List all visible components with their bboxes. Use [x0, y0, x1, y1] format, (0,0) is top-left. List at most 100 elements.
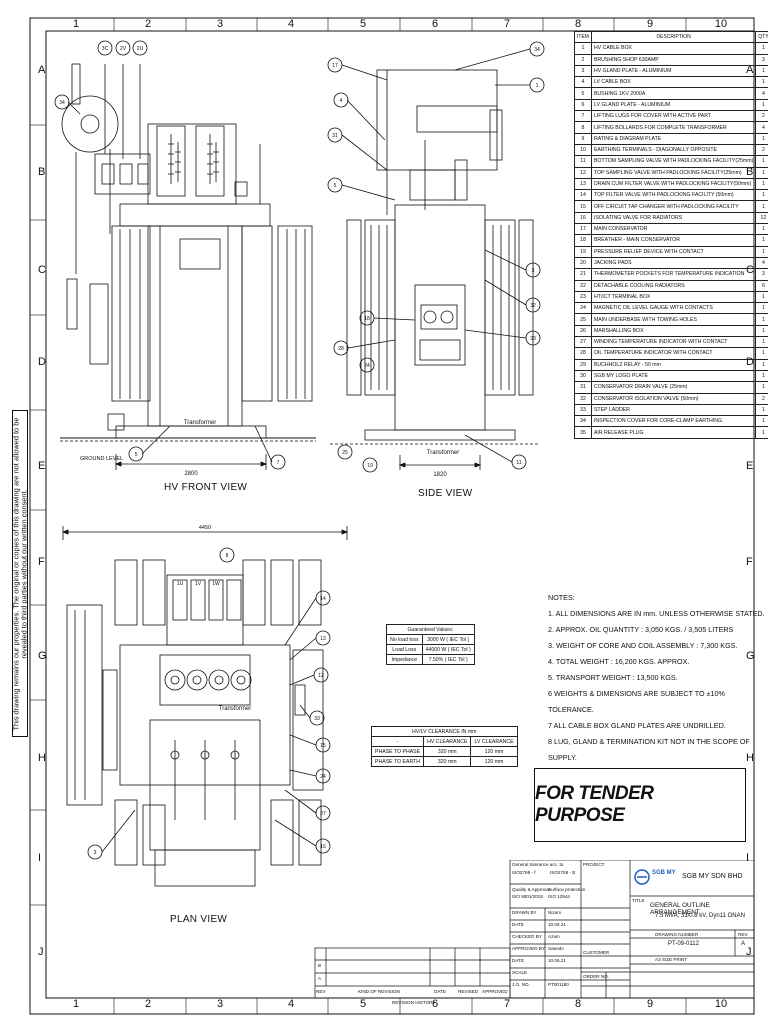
revision-row-label: B: [318, 963, 322, 968]
plan-balloon-label: 16: [320, 844, 326, 850]
company-name: SGB MY SDN BHD: [682, 873, 743, 880]
part-quantity: 4: [755, 256, 768, 270]
parts-header-qty: QTY: [755, 30, 768, 44]
grid-col: 1: [72, 18, 80, 30]
grid-col: 4: [287, 998, 295, 1010]
tender-purpose-stamp: FOR TENDER PURPOSE: [534, 768, 746, 842]
part-description: RATING & DIAGRAM PLATE: [590, 132, 757, 145]
part-description: LV CABLE BOX: [590, 76, 757, 89]
company-logo-text: SGB MY: [652, 870, 676, 876]
part-item-number: 33: [574, 403, 592, 417]
grid-row: F: [746, 556, 753, 568]
drawn-value: Nizam: [548, 910, 562, 915]
front-balloon-label: 5: [135, 452, 138, 458]
part-description: MAGNETIC OIL LEVEL GAUGE WITH CONTACTS: [590, 302, 757, 315]
part-item-number: 4: [574, 76, 592, 89]
part-description: EARTHING TERMINALS - DIAGONALLY OPPOSITE: [590, 143, 757, 157]
revision-kind-head: KIND OF REVISION: [358, 989, 400, 994]
grid-col: 2: [144, 998, 152, 1010]
order-label: ORDER NO.: [583, 974, 610, 979]
clearance-head: -: [370, 736, 425, 747]
clearance-cell: 120 mm: [470, 746, 518, 757]
part-quantity: 1: [755, 98, 768, 112]
part-item-number: 28: [574, 347, 592, 360]
revision-rev-head: REV: [316, 989, 326, 994]
part-quantity: 3: [755, 268, 768, 281]
grid-col: 6: [431, 998, 439, 1010]
part-quantity: 1: [755, 347, 768, 360]
part-description: JACKING PADS: [590, 256, 757, 270]
side-balloon-label: 32: [530, 303, 536, 309]
part-item-number: 35: [574, 426, 592, 439]
part-quantity: 1: [755, 358, 768, 371]
part-description: CONSERVATOR ISOLATION VALVE (50mm): [590, 392, 757, 405]
drawing-number: PT-09-0112: [668, 941, 699, 947]
part-description: AIR RELEASE PLUG: [590, 426, 757, 439]
quality-value: ISO 9001/2015: [512, 894, 543, 899]
part-item-number: 1: [574, 42, 592, 55]
plan-balloon-label: 3: [94, 850, 97, 856]
plan-width-dimension: 4450: [199, 525, 211, 531]
part-description: SGB MY LOGO PLATE: [590, 369, 757, 383]
grid-row: F: [38, 556, 45, 568]
grid-row: E: [38, 460, 46, 472]
note-item: 1. ALL DIMENSIONS ARE IN mm. UNLESS OTHE…: [548, 609, 765, 618]
grid-col: 5: [359, 998, 367, 1010]
side-balloon-label: 34: [534, 47, 540, 53]
part-quantity: 1: [755, 313, 768, 326]
revision-date-head: DATE: [434, 989, 446, 994]
drawing-title-2: 7.5 MVA, 33/0.8 kV, Dyn11 ONAN: [655, 913, 745, 919]
plan-balloon-label: 33: [314, 716, 320, 722]
plan-balloon-label: 14: [320, 596, 326, 602]
grid-row: B: [38, 166, 46, 178]
part-item-number: 9: [574, 132, 592, 145]
part-item-number: 29: [574, 358, 592, 371]
part-quantity: 4: [755, 121, 768, 134]
hv-front-view-drawing: 3C 2V 2U 34 5 7 2800 Transformer GROUND …: [54, 40, 316, 477]
grid-col: 3: [216, 18, 224, 30]
grid-col: 7: [503, 18, 511, 30]
clearance-cell: PHASE TO PHASE: [370, 746, 425, 757]
part-item-number: 12: [574, 166, 592, 179]
checked-label: CHECKED BY: [512, 934, 542, 939]
part-item-number: 14: [574, 189, 592, 202]
part-item-number: 10: [574, 143, 592, 157]
part-description: OFF CIRCUIT TAP CHANGER WITH PADLOCKING …: [590, 200, 757, 213]
part-description: DRAIN CUM FILTER VALVE WITH PADLOCKING F…: [590, 177, 757, 191]
part-description: TOP FILTER VALVE WITH PADLOCKING FACILIT…: [590, 189, 757, 202]
grid-row: I: [746, 852, 750, 864]
side-balloon-label: 4: [340, 98, 343, 104]
part-quantity: 4: [755, 87, 768, 100]
note-item: 4. TOTAL WEIGHT : 16,200 KGS. APPROX.: [548, 657, 690, 666]
tolerance-b: ISO2768 - B: [550, 870, 576, 875]
part-item-number: 17: [574, 223, 592, 236]
guaranteed-key: Impedance: [386, 654, 423, 665]
clearance-table: HV/LV CLEARANCE IN mm - HV CLEARANCE LV …: [370, 726, 518, 767]
plan-balloon-label: 27: [320, 811, 326, 817]
side-width-dimension: 1820: [433, 472, 447, 478]
part-item-number: 5: [574, 87, 592, 100]
part-description: BREATHER - MAIN CONSERVATOR: [590, 234, 757, 247]
part-item-number: 26: [574, 324, 592, 338]
part-quantity: 1: [755, 245, 768, 258]
part-description: HV GLAND PLATE - ALUMINIUM: [590, 64, 757, 78]
part-quantity: 1: [755, 415, 768, 428]
side-balloon-label: 25: [342, 450, 348, 456]
parts-header-item: ITEM: [574, 30, 592, 44]
part-item-number: 30: [574, 369, 592, 383]
date-value: 10.06.21: [548, 922, 566, 927]
plan-bushing-label: 1W: [212, 581, 220, 587]
ground-level-label: GROUND LEVEL: [80, 456, 123, 462]
part-item-number: 16: [574, 211, 592, 225]
tolerance-a: ISO2768 - f: [512, 870, 536, 875]
front-balloon-label: 2U: [137, 46, 144, 52]
